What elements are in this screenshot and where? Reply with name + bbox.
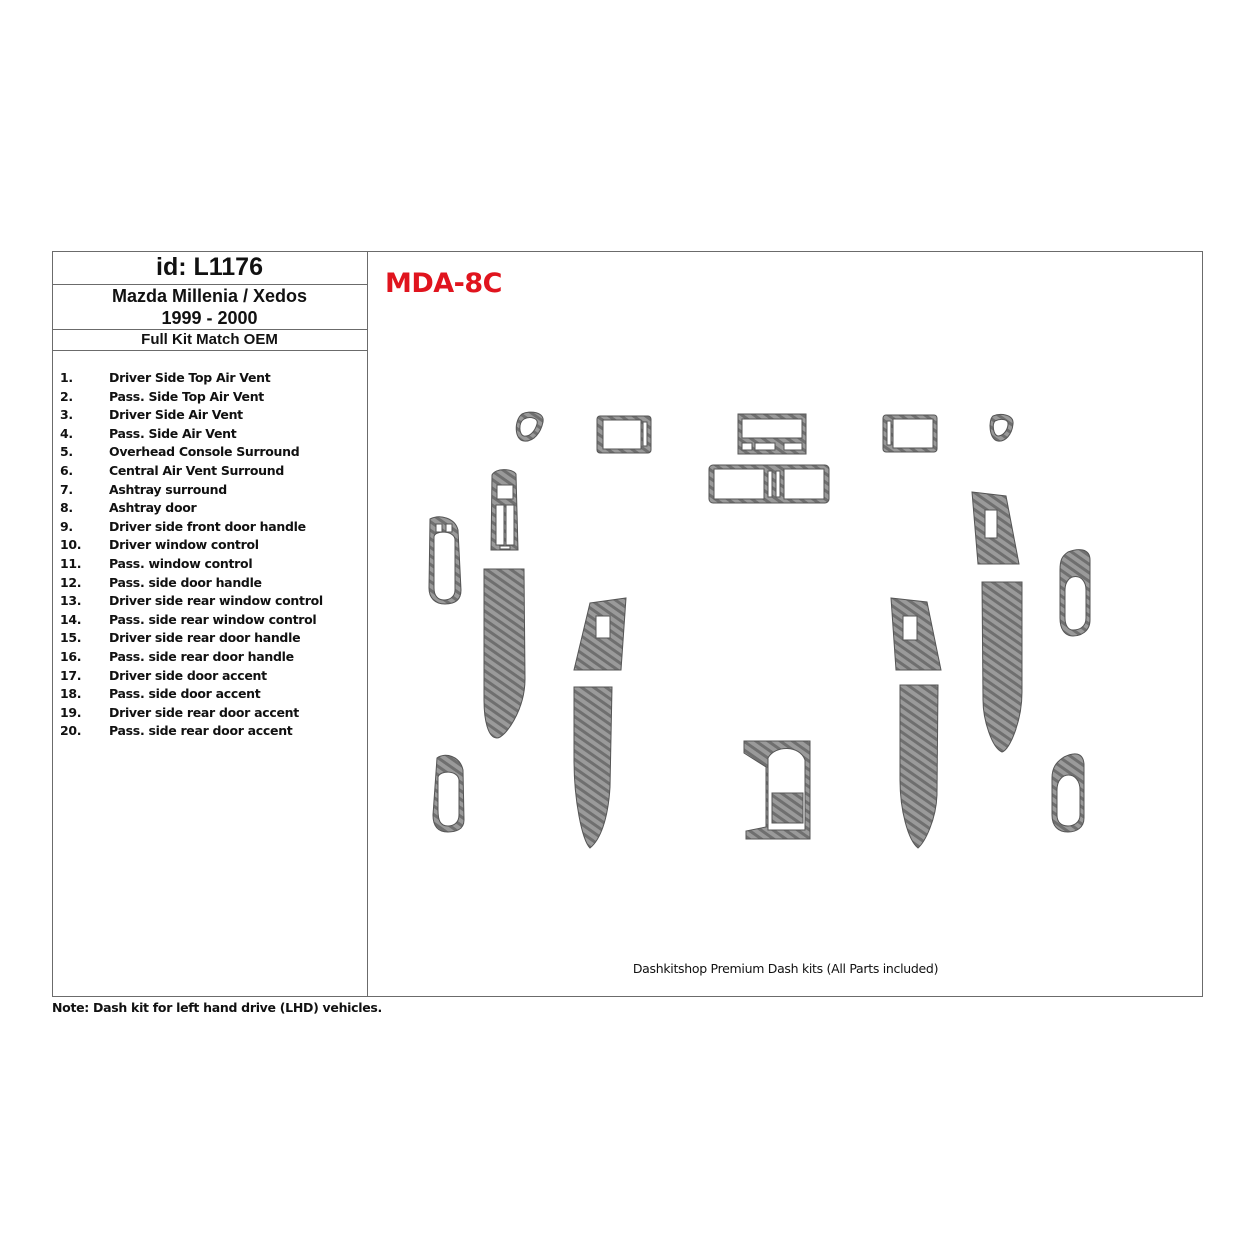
item-number: 5.	[60, 444, 73, 460]
item-label: Pass. side door handle	[109, 574, 262, 590]
item-label: Driver side door accent	[109, 667, 267, 683]
item-label: Pass. side rear door accent	[109, 723, 293, 739]
item-number: 6.	[60, 462, 73, 478]
driver-side-air-vent	[596, 415, 652, 454]
overhead-console-surround	[737, 413, 807, 455]
central-air-vent-surround	[708, 464, 830, 504]
list-item: 10. Driver window control	[52, 536, 367, 555]
item-number: 7.	[60, 481, 73, 497]
item-label: Central Air Vent Surround	[109, 462, 284, 478]
lhd-note: Note: Dash kit for left hand drive (LHD)…	[52, 1000, 383, 1015]
item-number: 8.	[60, 500, 73, 516]
list-item: 9. Driver side front door handle	[52, 518, 367, 537]
pass-rear-door-handle	[1051, 753, 1085, 833]
list-item: 15. Driver side rear door handle	[52, 629, 367, 648]
item-number: 15.	[60, 630, 82, 646]
vehicle-years: 1999 - 2000	[161, 308, 258, 328]
list-item: 5. Overhead Console Surround	[52, 443, 367, 462]
list-item: 6. Central Air Vent Surround	[52, 462, 367, 481]
product-code: MDA-8C	[385, 268, 502, 299]
item-label: Driver side rear window control	[109, 593, 323, 609]
ashtray-surround	[743, 740, 811, 840]
item-label: Pass. side rear window control	[109, 611, 317, 627]
list-item: 12. Pass. side door handle	[52, 574, 367, 593]
list-item: 19. Driver side rear door accent	[52, 704, 367, 723]
list-item: 8. Ashtray door	[52, 499, 367, 518]
kit-id: id: L1176	[52, 251, 367, 285]
item-label: Ashtray surround	[109, 481, 227, 497]
item-number: 4.	[60, 425, 73, 441]
item-label: Overhead Console Surround	[109, 444, 300, 460]
kit-type: Full Kit Match OEM	[52, 329, 367, 351]
item-label: Driver window control	[109, 537, 259, 553]
list-item: 18. Pass. side door accent	[52, 685, 367, 704]
item-label: Pass. side rear door handle	[109, 648, 294, 664]
item-label: Pass. side door accent	[109, 686, 261, 702]
list-item: 4. Pass. Side Air Vent	[52, 425, 367, 444]
driver-rear-door-handle	[432, 754, 465, 833]
driver-rear-window-control	[573, 597, 627, 671]
parts-list-panel: id: L1176 Mazda Millenia / Xedos 1999 - …	[52, 251, 368, 997]
pass-side-door-accent	[981, 581, 1023, 753]
pass-side-door-handle	[1059, 549, 1091, 637]
list-item: 16. Pass. side rear door handle	[52, 648, 367, 667]
list-item: 2. Pass. Side Top Air Vent	[52, 388, 367, 407]
item-number: 13.	[60, 593, 82, 609]
item-label: Ashtray door	[109, 500, 197, 516]
item-label: Driver Side Top Air Vent	[109, 370, 271, 385]
item-number: 3.	[60, 407, 73, 423]
driver-window-control	[490, 469, 519, 551]
vehicle-model: Mazda Millenia / Xedos	[111, 286, 308, 306]
list-item: 17. Driver side door accent	[52, 667, 367, 686]
footer-caption: Dashkitshop Premium Dash kits (All Parts…	[632, 961, 939, 976]
item-number: 11.	[60, 555, 82, 571]
item-number: 10.	[60, 537, 82, 553]
item-number: 18.	[60, 686, 82, 702]
list-item: 3. Driver Side Air Vent	[52, 406, 367, 425]
pass-top-air-vent	[989, 414, 1014, 442]
item-number: 20.	[60, 723, 82, 739]
driver-rear-door-accent	[573, 686, 613, 849]
item-label: Driver side rear door accent	[109, 704, 299, 720]
list-item: 11. Pass. window control	[52, 555, 367, 574]
item-label: Driver Side Air Vent	[109, 407, 243, 423]
driver-top-air-vent	[515, 411, 544, 442]
parts-list: 1. Driver Side Top Air Vent 2. Pass. Side …	[52, 369, 367, 741]
pass-rear-window-control	[890, 597, 942, 671]
list-item: 13. Driver side rear window control	[52, 592, 367, 611]
list-item: 20. Pass. side rear door accent	[52, 722, 367, 741]
item-number: 9.	[60, 518, 73, 534]
pass-window-control	[971, 491, 1020, 565]
pass-side-air-vent	[882, 414, 938, 453]
item-number: 1.	[60, 370, 73, 385]
driver-front-door-handle	[428, 516, 462, 605]
list-item: 1. Driver Side Top Air Vent	[52, 369, 367, 388]
item-number: 2.	[60, 388, 73, 404]
pass-rear-door-accent	[899, 684, 939, 849]
item-label: Driver side front door handle	[109, 518, 306, 534]
item-label: Pass. Side Air Vent	[109, 425, 237, 441]
driver-side-door-accent	[483, 568, 526, 739]
item-label: Driver side rear door handle	[109, 630, 301, 646]
item-number: 14.	[60, 611, 82, 627]
item-number: 16.	[60, 648, 82, 664]
sheet-frame	[52, 251, 1203, 997]
item-label: Pass. window control	[109, 555, 253, 571]
item-number: 17.	[60, 667, 82, 683]
item-number: 12.	[60, 574, 82, 590]
list-item: 14. Pass. side rear window control	[52, 611, 367, 630]
item-number: 19.	[60, 704, 82, 720]
ashtray-door	[771, 792, 804, 824]
item-label: Pass. Side Top Air Vent	[109, 388, 264, 404]
list-item: 7. Ashtray surround	[52, 481, 367, 500]
